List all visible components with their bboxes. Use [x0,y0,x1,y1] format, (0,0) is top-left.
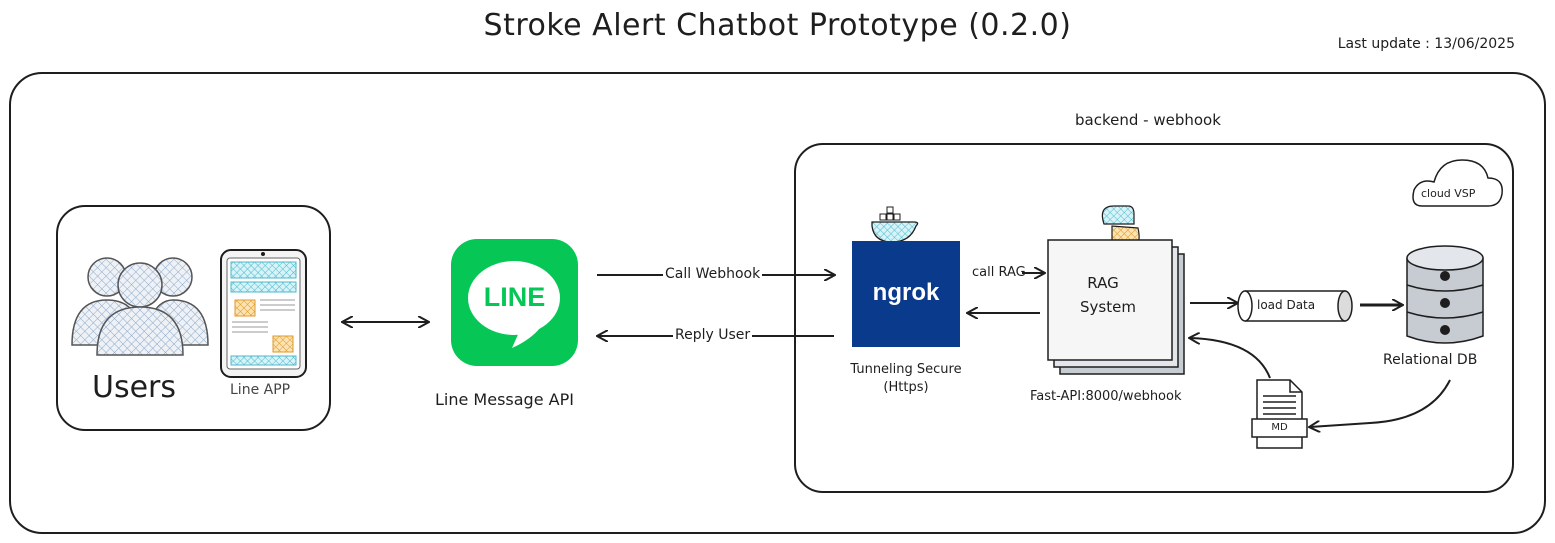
rag-system-box [1047,239,1185,375]
load-data-cylinder [1237,290,1353,322]
database-icon [1406,245,1484,344]
rag-caption: Fast-API:8000/webhook [1030,389,1182,404]
backend-frame [794,143,1514,493]
reply-user-label: Reply User [673,327,753,343]
md-to-rag-arrow [1190,338,1271,379]
cloud-label: cloud VSP [1421,187,1476,200]
line-logo-icon [451,239,578,366]
db-label: Relational DB [1383,352,1478,368]
md-label: MD [1271,422,1288,433]
users-frame [56,205,331,431]
users-icon [71,257,209,356]
load-data-label: load Data [1257,298,1316,312]
line-logo-text: LINE [483,282,546,312]
docker-icon [871,206,919,243]
db-to-md-arrow [1310,379,1451,427]
call-webhook-label: Call Webhook [663,266,763,282]
cloud-icon [1412,159,1503,207]
rag-title-line2: System [1080,298,1136,316]
diagram-title: Stroke Alert Chatbot Prototype (0.2.0) [483,8,1072,43]
outer-frame [9,72,1546,534]
ngrok-caption-line2: (Https) [883,380,929,395]
line-app-label: Line APP [230,382,291,398]
users-label: Users [92,370,177,405]
line-api-label: Line Message API [435,390,574,409]
line-app-phone-icon [220,249,307,378]
call-rag-label: call RAG [972,265,1026,280]
rag-title-line1: RAG [1087,274,1119,292]
last-update-text: Last update : 13/06/2025 [1337,36,1515,52]
ngrok-logo-text: ngrok [872,279,940,306]
ngrok-caption-line1: Tunneling Secure [850,362,962,377]
ngrok-logo-box [852,241,960,347]
backend-title: backend - webhook [1075,111,1221,129]
md-document-icon [1251,379,1308,449]
